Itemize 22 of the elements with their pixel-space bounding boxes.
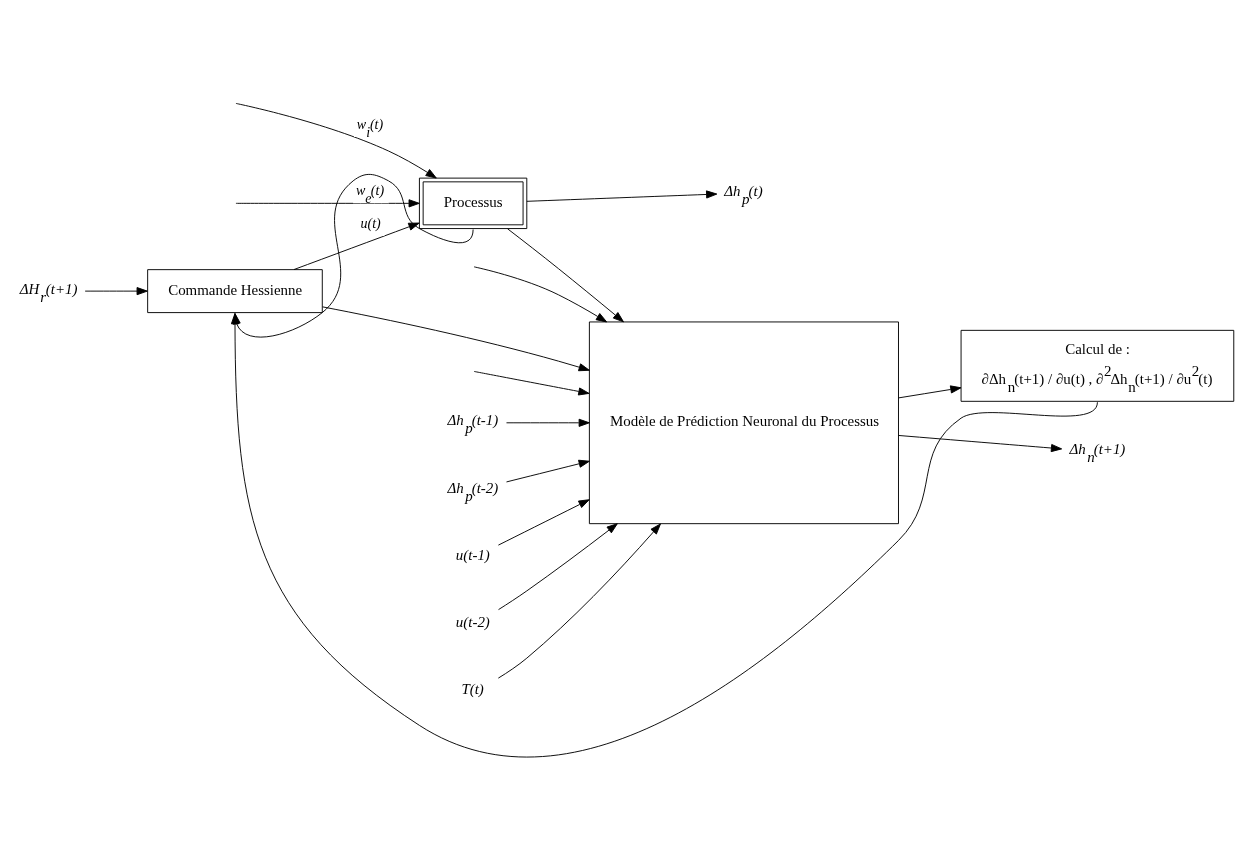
- arrow: [506, 418, 590, 427]
- node-box: Commande Hessienne: [147, 269, 323, 314]
- arrow: [235, 199, 420, 208]
- arrow: [84, 287, 148, 296]
- arrow: [507, 228, 624, 323]
- arrow: [322, 306, 590, 372]
- arrow: [497, 523, 661, 679]
- arrow: [898, 435, 1063, 453]
- arrow: [898, 385, 962, 399]
- arrow: [473, 266, 608, 323]
- arrow: [498, 523, 618, 611]
- arrow: [473, 370, 590, 396]
- node-box: Modèle de Prédiction Neuronal du Processus: [588, 321, 899, 525]
- arrow: [526, 190, 718, 202]
- arrow: [235, 102, 437, 179]
- arrow: [293, 222, 420, 270]
- edge-label: u(t): [360, 216, 381, 232]
- node-text: T(t): [461, 681, 484, 698]
- arrow: [506, 459, 590, 483]
- node-text: u(t-1): [455, 546, 490, 563]
- arrow: [497, 499, 590, 546]
- node-text: u(t-2): [455, 614, 490, 631]
